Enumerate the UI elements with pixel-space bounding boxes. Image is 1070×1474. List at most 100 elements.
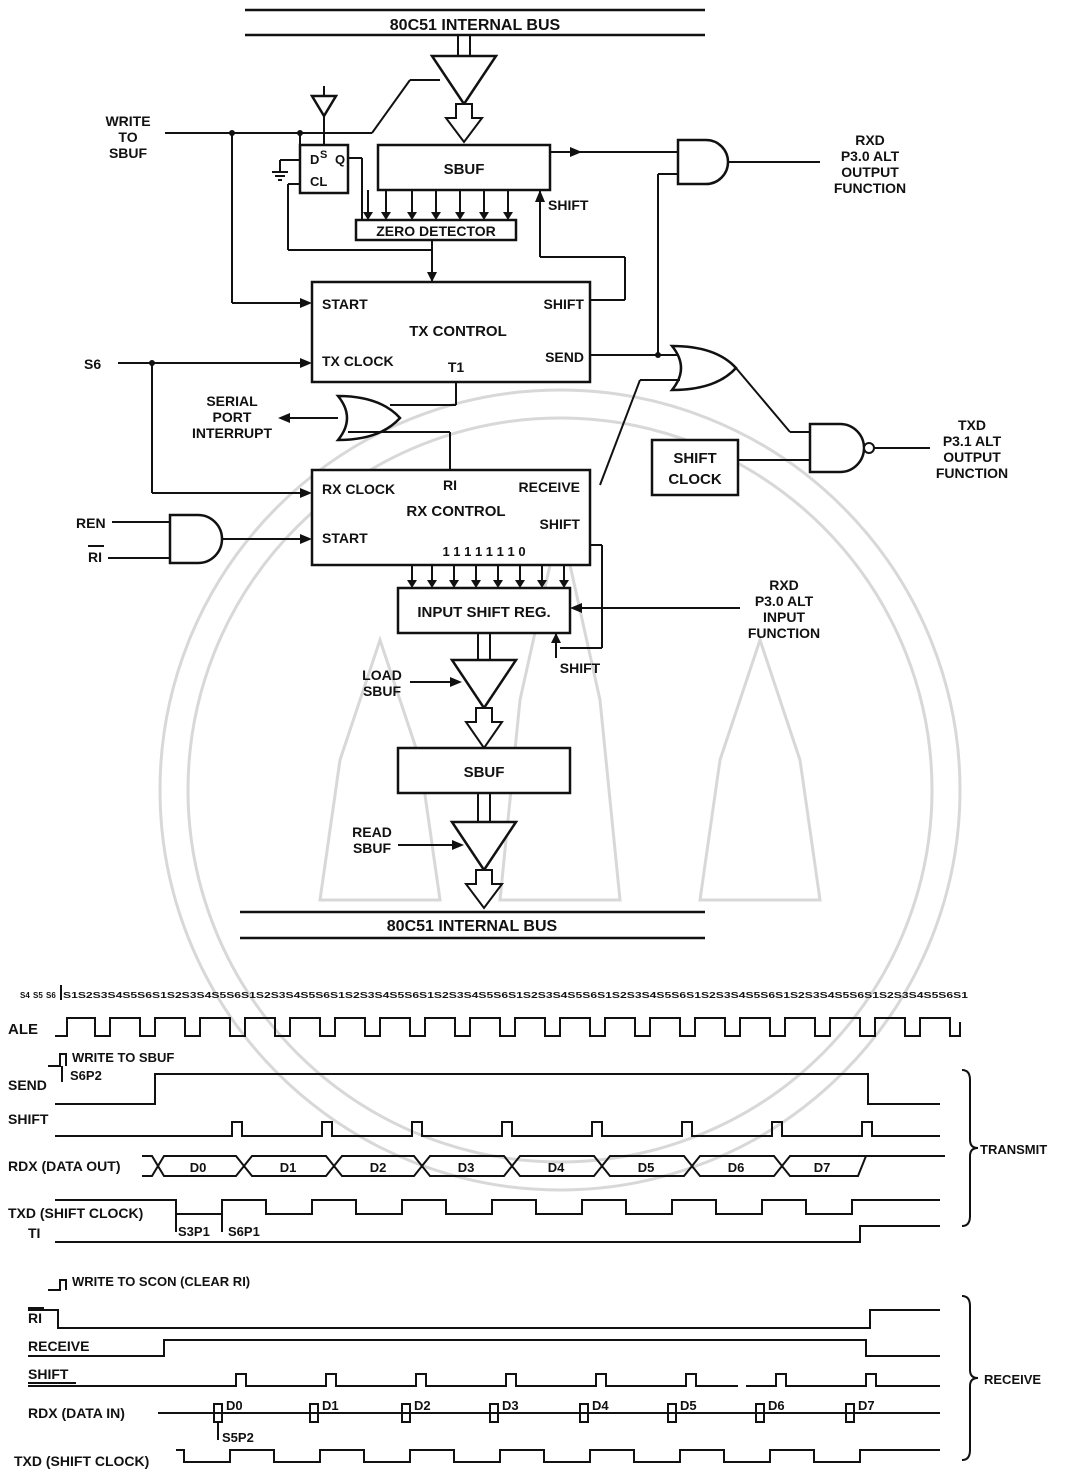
- rx-bit-d7: D7: [858, 1398, 875, 1413]
- rx-bit-d0: D0: [226, 1398, 243, 1413]
- rx-bit-d1: D1: [322, 1398, 339, 1413]
- ale-waveform: [55, 1018, 960, 1036]
- isr-shift-label: SHIFT: [560, 660, 601, 676]
- receive-label: RECEIVE: [984, 1372, 1041, 1387]
- timing-s3p1: S3P1: [178, 1224, 210, 1239]
- tx-bus-arrow: [446, 104, 482, 142]
- rdx-data-in-label: RDX (DATA IN): [28, 1405, 125, 1421]
- bottom-bus-label: 80C51 INTERNAL BUS: [387, 918, 558, 935]
- rx-control-rx-clock: RX CLOCK: [322, 481, 395, 497]
- rdx-data-out-label: RDX (DATA OUT): [8, 1158, 121, 1174]
- ren-and-gate: [170, 515, 222, 563]
- read-sbuf-1: READ: [352, 824, 392, 840]
- shift-waveform: [55, 1122, 940, 1136]
- rx-control-ri: RI: [443, 477, 457, 493]
- data-bit-d2: D2: [370, 1160, 387, 1175]
- dff-q: Q: [335, 152, 345, 167]
- tx-control-tx-clock: TX CLOCK: [322, 353, 394, 369]
- txd-output-1: TXD: [958, 417, 986, 433]
- send-waveform: [55, 1074, 940, 1104]
- rx-sbuf-label: SBUF: [464, 764, 505, 781]
- sbuf-shift-label: SHIFT: [548, 197, 589, 213]
- serial-port-interrupt-1: SERIAL: [206, 393, 258, 409]
- txd-nand-gate: [810, 424, 864, 472]
- tx-sbuf-label: SBUF: [444, 161, 485, 178]
- tx-tristate-buffer: [432, 56, 496, 104]
- dff-d: D: [310, 152, 319, 167]
- receive-waveform: [28, 1340, 940, 1356]
- data-bit-d6: D6: [728, 1160, 745, 1175]
- data-bit-d3: D3: [458, 1160, 475, 1175]
- rx-bit-d5: D5: [680, 1398, 697, 1413]
- block-diagram: 80C51 INTERNAL BUS WRITE TO SBUF D S Q C…: [76, 10, 1008, 938]
- write-to-scon: WRITE TO SCON (CLEAR RI): [72, 1274, 250, 1289]
- timing-s5p2: S5P2: [222, 1430, 254, 1445]
- shift-label: SHIFT: [8, 1111, 49, 1127]
- load-buffer: [452, 660, 516, 708]
- shift-rx-waveform: [28, 1374, 940, 1386]
- tx-control-send: SEND: [545, 349, 584, 365]
- input-shift-reg-label: INPUT SHIFT REG.: [417, 604, 550, 621]
- state-s5-0: S5: [33, 991, 43, 1000]
- transmit-label: TRANSMIT: [980, 1142, 1047, 1157]
- s6-label: S6: [84, 356, 101, 372]
- rxd-input-3: INPUT: [763, 609, 805, 625]
- read-sbuf-2: SBUF: [353, 840, 392, 856]
- rxd-input-4: FUNCTION: [748, 625, 820, 641]
- load-sbuf-2: SBUF: [363, 683, 402, 699]
- transmit-brace: [962, 1070, 978, 1226]
- rxd-input-2: P3.0 ALT: [755, 593, 814, 609]
- ri-waveform: [28, 1310, 940, 1328]
- rxd-input-1: RXD: [769, 577, 799, 593]
- data-bit-d4: D4: [548, 1160, 565, 1175]
- timing-diagram: S4 S5 S6 S1S2S3S4S5S6S1S2S3S4S5S6S1S2S3S…: [8, 985, 1047, 1469]
- dff-s: S: [320, 149, 327, 161]
- state-s6-0: S6: [46, 991, 56, 1000]
- rx-control-shift: SHIFT: [540, 516, 581, 532]
- ri-bar-label: RI: [88, 549, 102, 565]
- write-to-sbuf-1: WRITE: [105, 113, 150, 129]
- txd-waveform: [55, 1200, 940, 1214]
- data-bit-d0: D0: [190, 1160, 207, 1175]
- sbuf-zero-arrows: [363, 190, 513, 220]
- ren-label: REN: [76, 515, 106, 531]
- tx-control-t1: T1: [448, 359, 465, 375]
- data-bit-d5: D5: [638, 1160, 655, 1175]
- serial-port-interrupt-2: PORT: [213, 409, 252, 425]
- load-arrow: [466, 708, 502, 748]
- rxd-output-3: OUTPUT: [841, 164, 899, 180]
- rx-bit-d2: D2: [414, 1398, 431, 1413]
- receive-brace: [962, 1296, 978, 1460]
- txd-rx-waveform: [176, 1450, 940, 1462]
- tx-control-shift: SHIFT: [544, 296, 585, 312]
- txd-output-2: P3.1 ALT: [943, 433, 1002, 449]
- send-label: SEND: [8, 1077, 47, 1093]
- tx-control-start: START: [322, 296, 368, 312]
- rx-control-title: RX CONTROL: [406, 503, 505, 520]
- state-s4-0: S4: [20, 991, 30, 1000]
- timing-s6p2: S6P2: [70, 1068, 102, 1083]
- timing-write-to-sbuf: WRITE TO SBUF: [72, 1050, 174, 1065]
- ri-label: RI: [28, 1310, 42, 1326]
- txd-output-3: OUTPUT: [943, 449, 1001, 465]
- rxd-output-2: P3.0 ALT: [841, 148, 900, 164]
- receive-signal-label: RECEIVE: [28, 1338, 89, 1354]
- rx-bit-d6: D6: [768, 1398, 785, 1413]
- rxd-output-4: FUNCTION: [834, 180, 906, 196]
- ale-label: ALE: [8, 1021, 38, 1038]
- rxd-and-gate: [678, 140, 728, 184]
- write-to-sbuf-2: TO: [118, 129, 137, 145]
- read-arrow: [466, 870, 502, 908]
- state-row: S4 S5 S6 S1S2S3S4S5S6S1S2S3S4S5S6S1S2S3S…: [20, 985, 969, 1000]
- top-bus-label: 80C51 INTERNAL BUS: [390, 17, 561, 34]
- txd-output-4: FUNCTION: [936, 465, 1008, 481]
- serial-port-interrupt-3: INTERRUPT: [192, 425, 273, 441]
- rxd-output-1: RXD: [855, 132, 885, 148]
- txd-shift-clock-rx-label: TXD (SHIFT CLOCK): [14, 1453, 149, 1469]
- data-bit-d1: D1: [280, 1160, 297, 1175]
- timing-s6p1: S6P1: [228, 1224, 260, 1239]
- data-bit-d7: D7: [814, 1160, 831, 1175]
- state-row-rest: S1S2S3S4S5S6S1S2S3S4S5S6S1S2S3S4S5S6S1S2…: [63, 991, 969, 1000]
- rx-control-bits: 1 1 1 1 1 1 1 0: [442, 544, 525, 559]
